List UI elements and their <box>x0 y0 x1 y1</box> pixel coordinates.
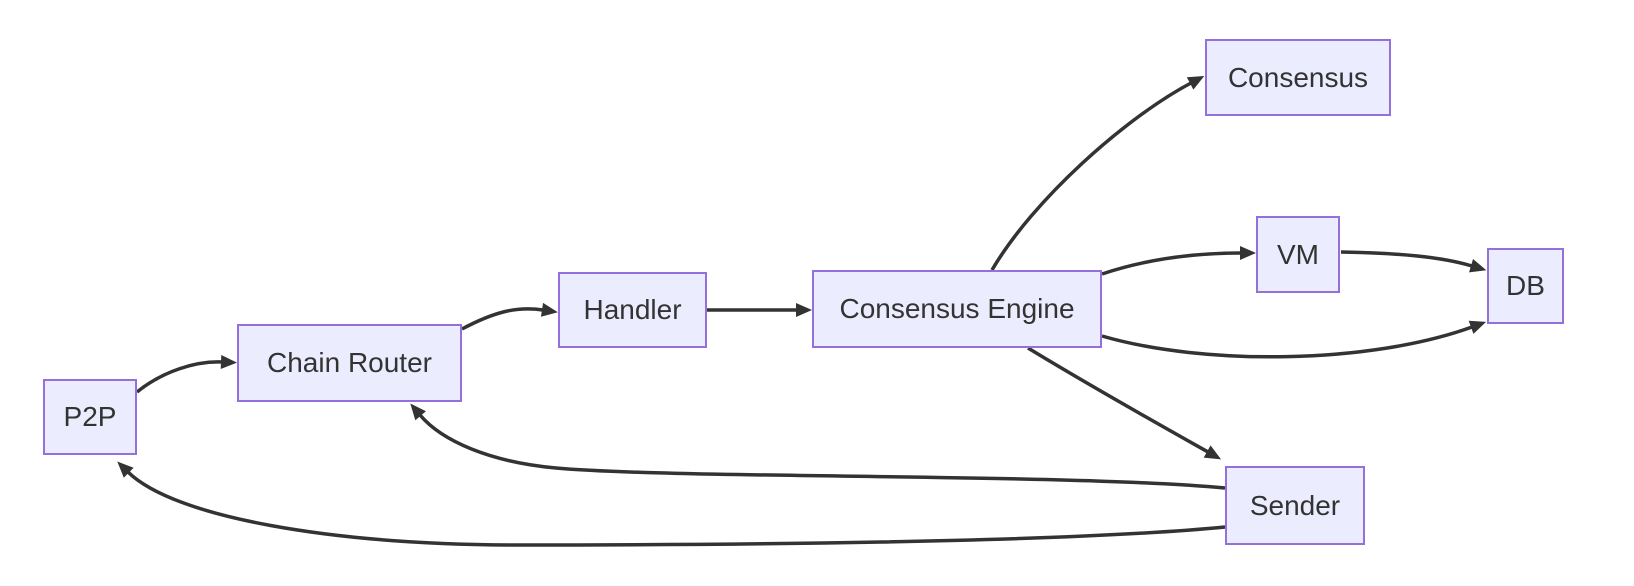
node-handler-label: Handler <box>583 294 682 325</box>
node-sender-label: Sender <box>1249 489 1341 521</box>
node-consensus: Consensus <box>1205 39 1391 116</box>
edge-consensus-engine-to-db <box>1101 320 1487 359</box>
edge-sender-to-p2p <box>117 461 1226 547</box>
node-db: DB <box>1487 248 1564 324</box>
node-chain-router: Chain Router <box>237 324 462 402</box>
node-db-label: DB <box>1506 270 1545 301</box>
node-p2p: P2P <box>43 379 137 455</box>
edge-vm-to-db <box>1340 250 1487 273</box>
node-chain-router-label: Chain Router <box>267 347 432 378</box>
node-vm-label: VM <box>1277 238 1319 270</box>
node-consensus-engine-label: Consensus Engine <box>839 293 1075 324</box>
edge-sender-to-chain-router <box>410 403 1226 490</box>
node-p2p-label: P2P <box>63 401 117 432</box>
node-consensus-label: Consensus <box>1227 61 1369 93</box>
node-vm: VM <box>1256 216 1340 293</box>
edge-chain-router-to-handler <box>461 302 558 331</box>
edge-p2p-to-chain-router <box>135 354 237 394</box>
edge-consensus-engine-to-consensus <box>990 75 1205 271</box>
edge-consensus-engine-to-vm <box>1101 246 1256 276</box>
node-sender: Sender <box>1225 466 1365 545</box>
node-consensus-engine: Consensus Engine <box>812 270 1102 348</box>
edge-consensus-engine-to-sender <box>1027 346 1222 460</box>
node-handler: Handler <box>558 272 707 348</box>
